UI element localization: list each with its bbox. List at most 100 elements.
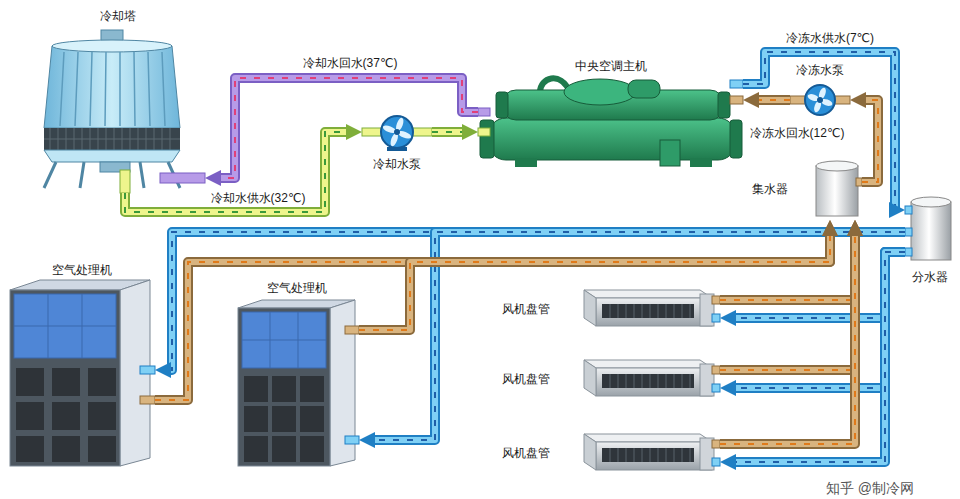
air-handler-figure xyxy=(300,376,324,402)
cooling-tower-figure xyxy=(120,170,130,193)
water-pipe xyxy=(359,232,905,440)
fan-coil-figure xyxy=(584,434,712,442)
component-label: 风机盘管 xyxy=(500,371,552,387)
pipe-label-holder: 冷却水回水(37℃) xyxy=(301,53,400,71)
pipe-wall xyxy=(862,100,878,182)
air-handler-figure xyxy=(88,402,116,430)
air-handler-figure xyxy=(52,436,80,462)
pipe-arrow xyxy=(743,100,790,101)
air-handler-figure xyxy=(16,368,44,396)
air-handler-figure xyxy=(242,312,326,368)
cooling-pump-figure xyxy=(394,129,400,135)
water-pipe xyxy=(743,52,905,210)
flow-marks xyxy=(720,232,855,370)
watermark: 知乎 @制冷网 xyxy=(824,480,916,496)
air-handler: 空气处理机 xyxy=(8,262,155,470)
fan-coil-figure xyxy=(712,314,720,322)
water-distributor-figure xyxy=(905,228,912,236)
water-distributor-figure xyxy=(905,197,951,260)
cooling-pump-figure xyxy=(381,116,413,148)
flow-marks xyxy=(167,232,905,370)
pipe-label-holder: 冷却水供水(32℃) xyxy=(209,188,308,206)
chiller-figure xyxy=(496,92,508,118)
flow-marks xyxy=(720,232,855,444)
air-handler-figure xyxy=(52,402,80,430)
component-label: 空气处理机 xyxy=(265,280,329,296)
flow-marks xyxy=(732,252,905,462)
water-distributor-figure xyxy=(905,206,912,214)
chiller-unit: 中央空调主机 xyxy=(478,58,743,168)
water-distributor-figure xyxy=(911,202,951,260)
pipe-water xyxy=(743,52,895,210)
water-pipe xyxy=(720,220,855,444)
fan-coil-figure xyxy=(584,290,720,326)
fan-coil-figure xyxy=(596,442,712,470)
cooling-tower: 冷却塔 xyxy=(30,8,205,193)
chiller-figure xyxy=(478,78,743,167)
pipe-arrow xyxy=(359,220,830,330)
pipe-wall xyxy=(432,127,466,137)
chilled-pump-figure xyxy=(805,85,835,115)
fan-coil-figure xyxy=(596,298,712,326)
pipe-wall xyxy=(755,95,790,105)
air-handler-figure xyxy=(272,376,296,402)
water-collector-figure xyxy=(816,161,862,216)
chiller-figure xyxy=(488,118,736,160)
air-handler-figure xyxy=(10,290,120,466)
chiller-figure xyxy=(690,158,712,167)
component-label: 中央空调主机 xyxy=(573,58,649,74)
cooling-tower-figure xyxy=(44,128,180,150)
chilled-pump-figure xyxy=(790,96,806,104)
fan-coil-figure xyxy=(584,360,712,368)
water-pipe xyxy=(850,100,878,182)
fan-coil-figure xyxy=(602,374,694,388)
cooling-tower-figure xyxy=(160,173,205,183)
pipe-water xyxy=(862,100,878,182)
cooling-tower-figure xyxy=(52,40,172,52)
water-pipe xyxy=(155,232,905,370)
water-pipe xyxy=(743,100,790,101)
component-label: 冷冻水泵 xyxy=(794,62,846,78)
pipe-water xyxy=(167,232,905,370)
chiller-figure xyxy=(730,80,743,88)
flow-marks xyxy=(125,132,350,212)
pipe-water xyxy=(432,129,466,135)
component-label: 集水器 xyxy=(750,181,790,197)
chilled-pump-figure xyxy=(790,85,850,115)
chiller-figure xyxy=(660,140,680,166)
cooling-pump-figure xyxy=(387,147,407,151)
pipe-wall xyxy=(743,52,895,210)
air-handler-figure xyxy=(272,436,296,462)
chiller-figure xyxy=(730,120,742,158)
cooling-tower-figure xyxy=(60,52,165,126)
flow-marks xyxy=(720,232,855,300)
component-label: 空气处理机 xyxy=(50,262,114,278)
cooling-tower-figure xyxy=(44,150,180,162)
flow-marks xyxy=(755,99,790,101)
pipe-wall xyxy=(720,232,855,370)
fan-coil-figure xyxy=(584,434,596,470)
chilled-pump-figure xyxy=(817,97,823,103)
air-handler-figure xyxy=(244,376,268,402)
air-handler-figure xyxy=(242,312,326,368)
fan-coil-figure xyxy=(596,368,712,396)
water-pipe xyxy=(720,252,905,462)
pipe-label-holder: 冷冻水回水(12℃) xyxy=(748,123,847,141)
pipe-wall xyxy=(732,252,905,462)
fan-coil-figure xyxy=(610,448,690,462)
cooling-pump: 冷却水泵 xyxy=(362,112,432,172)
pipe-label: 冷冻水供水(7℃) xyxy=(784,31,876,45)
pipe-arrow xyxy=(125,132,362,212)
air-handler-figure xyxy=(16,436,44,462)
fan-coil-figure xyxy=(584,290,712,298)
fan-coil-figure xyxy=(610,304,690,318)
air-handler-figure xyxy=(52,368,80,396)
component-label: 风机盘管 xyxy=(500,445,552,461)
air-handler: 空气处理机 xyxy=(235,280,359,470)
flow-marks xyxy=(862,100,878,182)
fan-coil: 风机盘管 xyxy=(500,356,720,402)
cooling-tower-figure xyxy=(44,46,180,128)
pipe-wall xyxy=(359,232,830,330)
watermark-holder: 知乎 @制冷网 xyxy=(824,479,916,497)
